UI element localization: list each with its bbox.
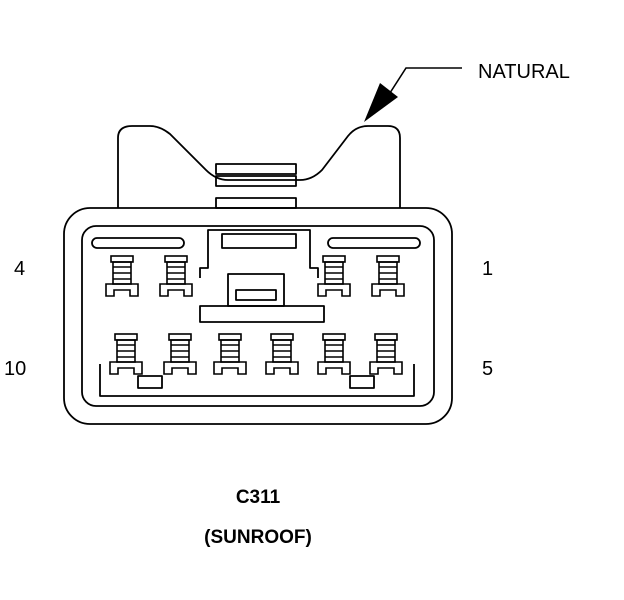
terminal-pin-10: [109, 333, 143, 375]
terminal-pin-5: [369, 333, 403, 375]
pin-label-10: 10: [4, 358, 26, 380]
key-tab-right: [349, 375, 375, 389]
terminal-pin-3: [159, 255, 193, 297]
center-divider: [199, 305, 325, 323]
terminal-pin-1: [371, 255, 405, 297]
key-tab-left: [137, 375, 163, 389]
center-key-bar: [221, 233, 297, 249]
connector-shell-inner: [81, 225, 435, 407]
connector-id: C311: [236, 487, 281, 508]
slot-right: [327, 237, 421, 249]
pin-label-4: 4: [14, 258, 25, 280]
slot-left: [91, 237, 185, 249]
connector-shell-outer: [63, 207, 453, 425]
callout-label: NATURAL: [478, 61, 570, 83]
terminal-pin-8: [213, 333, 247, 375]
terminal-pin-4: [105, 255, 139, 297]
pin-label-5: 5: [482, 358, 493, 380]
latch-rail-base: [215, 197, 297, 209]
connector-description: (SUNROOF): [204, 527, 312, 548]
pin-label-1: 1: [482, 258, 493, 280]
terminal-cavities: [105, 255, 405, 375]
terminal-pin-2: [317, 255, 351, 297]
callout-arrowhead: [364, 83, 398, 122]
terminal-pin-6: [317, 333, 351, 375]
terminal-pin-7: [265, 333, 299, 375]
latch-rail-upper: [215, 163, 297, 175]
terminal-pin-9: [163, 333, 197, 375]
bottom-ledge: [99, 364, 415, 397]
latch-rail-lower: [215, 175, 297, 187]
callout-leader: [387, 67, 462, 97]
center-lock-inner: [235, 289, 277, 301]
center-key: [199, 229, 319, 278]
connector-body: [63, 125, 453, 425]
